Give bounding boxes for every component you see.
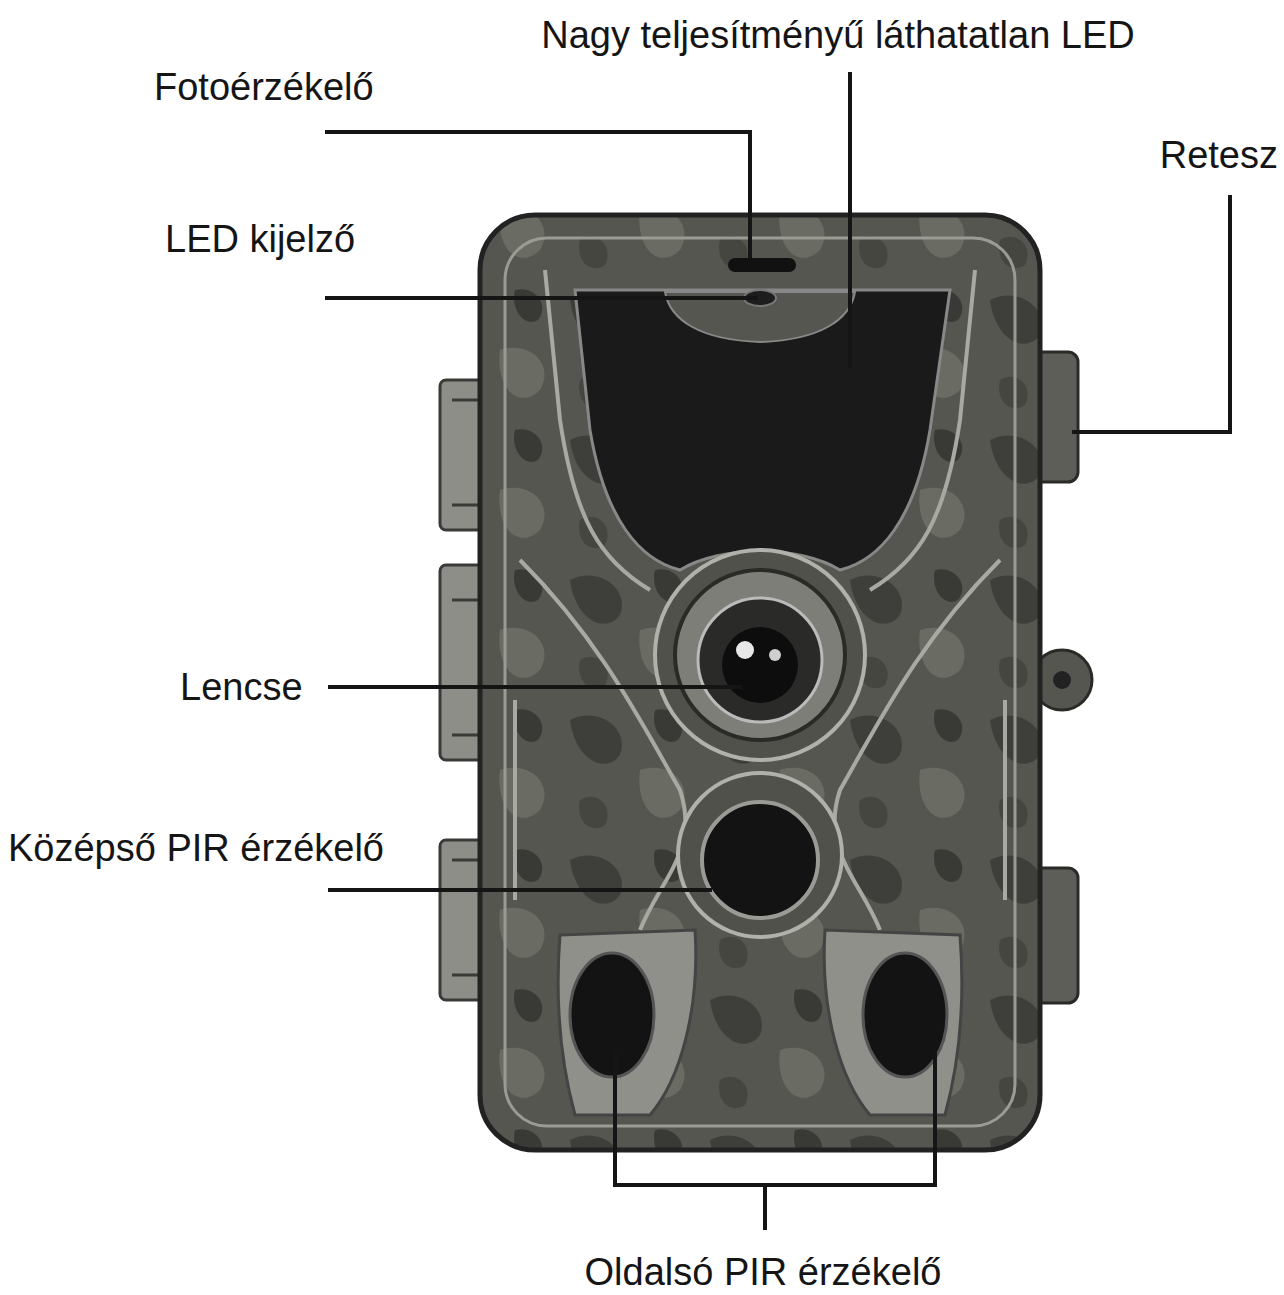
part-label: Oldalsó PIR érzékelő: [585, 1249, 942, 1295]
ir-led-panel: [575, 290, 950, 570]
leader-lines: [325, 72, 1230, 1230]
photo-sensor: [728, 258, 796, 272]
part-label: LED kijelző: [165, 216, 355, 262]
part-label: Retesz: [1160, 132, 1278, 178]
lens: [698, 598, 822, 722]
part-label: Nagy teljesítményű láthatatlan LED: [541, 12, 1135, 58]
part-label: Középső PIR érzékelő: [8, 825, 384, 871]
side-pir: [570, 953, 654, 1077]
camera-body: [480, 215, 1040, 1150]
part-label: Lencse: [180, 664, 303, 710]
part-label: Fotoérzékelő: [154, 64, 374, 110]
middle-pir: [702, 802, 818, 918]
